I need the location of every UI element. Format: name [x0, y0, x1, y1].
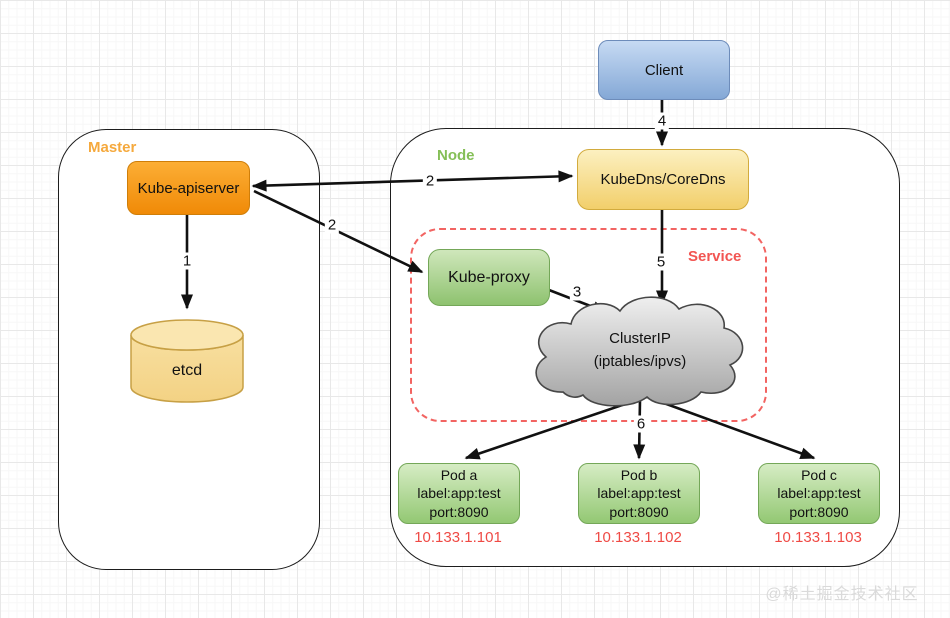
edge-label-4: 4	[654, 112, 670, 130]
pod-a-node[interactable]: Pod a label:app:test port:8090	[398, 463, 520, 524]
edge-label-2-dns: 2	[422, 172, 438, 190]
pod-a-name: Pod a	[440, 467, 478, 484]
pod-a-ip: 10.133.1.101	[414, 529, 502, 546]
pod-c-port: port:8090	[789, 503, 849, 520]
clusterip-label: ClusterIP (iptables/ipvs)	[548, 328, 732, 373]
edge-label-1: 1	[179, 252, 195, 270]
service-label: Service	[688, 248, 742, 265]
pod-b-name: Pod b	[620, 467, 658, 484]
edge-label-6: 6	[633, 415, 649, 433]
pod-c-selector: label:app:test	[777, 485, 861, 502]
clusterip-subtitle: (iptables/ipvs)	[593, 352, 687, 370]
pod-b-selector: label:app:test	[597, 485, 681, 502]
kubedns-coredns-node[interactable]: KubeDns/CoreDns	[577, 149, 749, 210]
pod-b-ip: 10.133.1.102	[594, 529, 682, 546]
clusterip-title: ClusterIP	[609, 330, 671, 347]
pod-a-port: port:8090	[429, 503, 489, 520]
kube-proxy-node[interactable]: Kube-proxy	[428, 249, 550, 306]
master-label: Master	[88, 139, 137, 156]
pod-a-selector: label:app:test	[417, 485, 501, 502]
edge-label-2-proxy: 2	[324, 216, 340, 234]
pod-c-node[interactable]: Pod c label:app:test port:8090	[758, 463, 880, 524]
watermark: @稀土掘金技术社区	[765, 586, 919, 603]
pod-b-node[interactable]: Pod b label:app:test port:8090	[578, 463, 700, 524]
pod-b-port: port:8090	[609, 503, 669, 520]
edge-label-3: 3	[569, 283, 585, 301]
edge-label-5: 5	[653, 253, 669, 271]
client-node[interactable]: Client	[598, 40, 730, 100]
pod-c-name: Pod c	[801, 467, 837, 484]
node-label: Node	[437, 147, 475, 164]
kube-apiserver-node[interactable]: Kube-apiserver	[127, 161, 250, 215]
pod-c-ip: 10.133.1.103	[774, 529, 862, 546]
etcd-label: etcd	[171, 362, 203, 379]
